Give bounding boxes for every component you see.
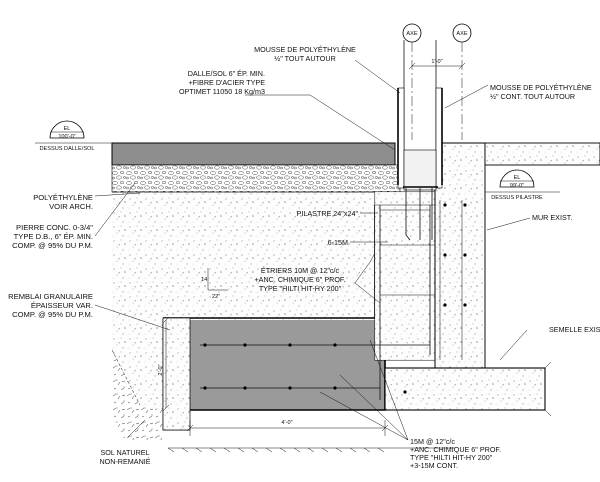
label-line: COMP. @ 95% DU P.M.	[12, 310, 93, 319]
label-polyethylene: POLYÉTHYLÈNE VOIR ARCH.	[33, 193, 93, 211]
axis-marker-label: AXE	[406, 31, 417, 37]
dimension-bottom: 4'-0"	[186, 420, 389, 436]
label-mousse-top: MOUSSE DE POLYÉTHYLÈNE ½" TOUT AUTOUR	[254, 45, 356, 63]
column-above	[397, 40, 443, 241]
label-pilastre: PILASTRE 24"x24"	[297, 209, 359, 218]
label-line: TYPE "HILTI HIT-HY 200"	[259, 284, 342, 293]
label-line: ÉTRIERS 10M @ 12"c/c	[261, 266, 340, 275]
elevation-value: 100'-0"	[58, 134, 75, 140]
label-line: +ANC. CHIMIQUE 6" PROF.	[410, 445, 501, 454]
label-line: POLYÉTHYLÈNE	[33, 193, 93, 202]
elevation-value: 99'-0"	[510, 183, 524, 189]
existing-wall	[434, 142, 600, 369]
dimension-top: 1'-0"	[408, 59, 466, 70]
label-line: NON-REMANIÉ	[99, 457, 150, 466]
label-line: REMBLAI GRANULAIRE	[8, 292, 93, 301]
axis-marker-label: AXE	[456, 31, 467, 37]
label-pierre: PIERRE CONC. 0-3/4" TYPE D.B., 6" ÉP. MI…	[12, 223, 93, 250]
slope-h: 14	[201, 277, 207, 283]
label-line: SOL NATUREL	[100, 448, 149, 457]
label-rebar-bottom: 15M @ 12"c/c +ANC. CHIMIQUE 6" PROF. TYP…	[410, 437, 501, 470]
existing-footing	[384, 361, 552, 417]
slope-indicator: 14 22"	[201, 268, 228, 300]
label-line: TYPE D.B., 6" ÉP. MIN.	[14, 232, 93, 241]
label-line: ÉPAISSEUR VAR.	[31, 301, 93, 310]
natural-soil	[111, 349, 455, 453]
label-semelle: SEMELLE EXIS	[549, 325, 600, 334]
dimension-bottom-label: 4'-0"	[281, 420, 292, 426]
elevation-caption: DESSUS DALLE/SOL	[39, 146, 94, 152]
label-mur-exist: MUR EXIST.	[532, 213, 572, 222]
axis-lines	[411, 42, 463, 140]
label-etriers: ÉTRIERS 10M @ 12"c/c +ANC. CHIMIQUE 6" P…	[254, 266, 345, 293]
axis-marker-1: AXE	[402, 23, 422, 43]
label-line: COMP. @ 95% DU P.M.	[12, 241, 93, 250]
crushed-stone-layer	[111, 164, 401, 193]
label-sol-naturel: SOL NATUREL NON-REMANIÉ	[99, 448, 150, 466]
dimension-vertical: 2'-0"	[158, 316, 170, 412]
label-line: PIERRE CONC. 0-3/4"	[16, 223, 93, 232]
dimension-top-label: 1'-0"	[431, 59, 442, 65]
label-dalle: DALLE/SOL 6" ÉP. MIN. +FIBRE D'ACIER TYP…	[179, 69, 265, 96]
label-line: MOUSSE DE POLYÉTHYLÈNE	[254, 45, 356, 54]
label-remblai: REMBLAI GRANULAIRE ÉPAISSEUR VAR. COMP. …	[8, 292, 93, 319]
label-line: OPTIMET 11050 18 Kg/m3	[179, 87, 265, 96]
elevation-caption: DESSUS PILASTRE	[491, 195, 543, 201]
slope-v: 22"	[212, 294, 220, 300]
label-line: +ANC. CHIMIQUE 6" PROF.	[254, 275, 345, 284]
label-line: MOUSSE DE POLYÉTHYLÈNE	[490, 83, 592, 92]
label-line: DALLE/SOL 6" ÉP. MIN.	[188, 69, 265, 78]
leader-lines	[94, 59, 531, 441]
label-line: ½" TOUT AUTOUR	[274, 54, 336, 63]
elevation-marker-pilaster: EL 99'-0" DESSUS PILASTRE	[485, 169, 560, 201]
label-line: +FIBRE D'ACIER TYPE	[188, 78, 265, 87]
granular-backfill	[112, 192, 400, 410]
new-footing	[162, 205, 435, 431]
concrete-slab	[111, 142, 396, 166]
label-mousse-right: MOUSSE DE POLYÉTHYLÈNE ½" CONT. TOUT AUT…	[490, 83, 592, 101]
label-rebar-6-15m: 6-15M	[328, 238, 348, 247]
elevation-tag: EL	[514, 175, 521, 181]
axis-marker-2: AXE	[452, 23, 472, 43]
elevation-tag: EL	[64, 126, 71, 132]
label-line: +3-15M CONT.	[410, 461, 458, 470]
label-line: ½" CONT. TOUT AUTOUR	[490, 92, 575, 101]
pilaster	[374, 191, 436, 361]
dimension-vertical-label: 2'-0"	[158, 364, 164, 375]
label-line: VOIR ARCH.	[49, 202, 93, 211]
label-line: TYPE "HILTI HIT-HY 200"	[410, 453, 493, 462]
label-line: 15M @ 12"c/c	[410, 437, 455, 446]
elevation-marker-slab: EL 100'-0" DESSUS DALLE/SOL	[35, 120, 112, 152]
rebar	[200, 200, 467, 400]
